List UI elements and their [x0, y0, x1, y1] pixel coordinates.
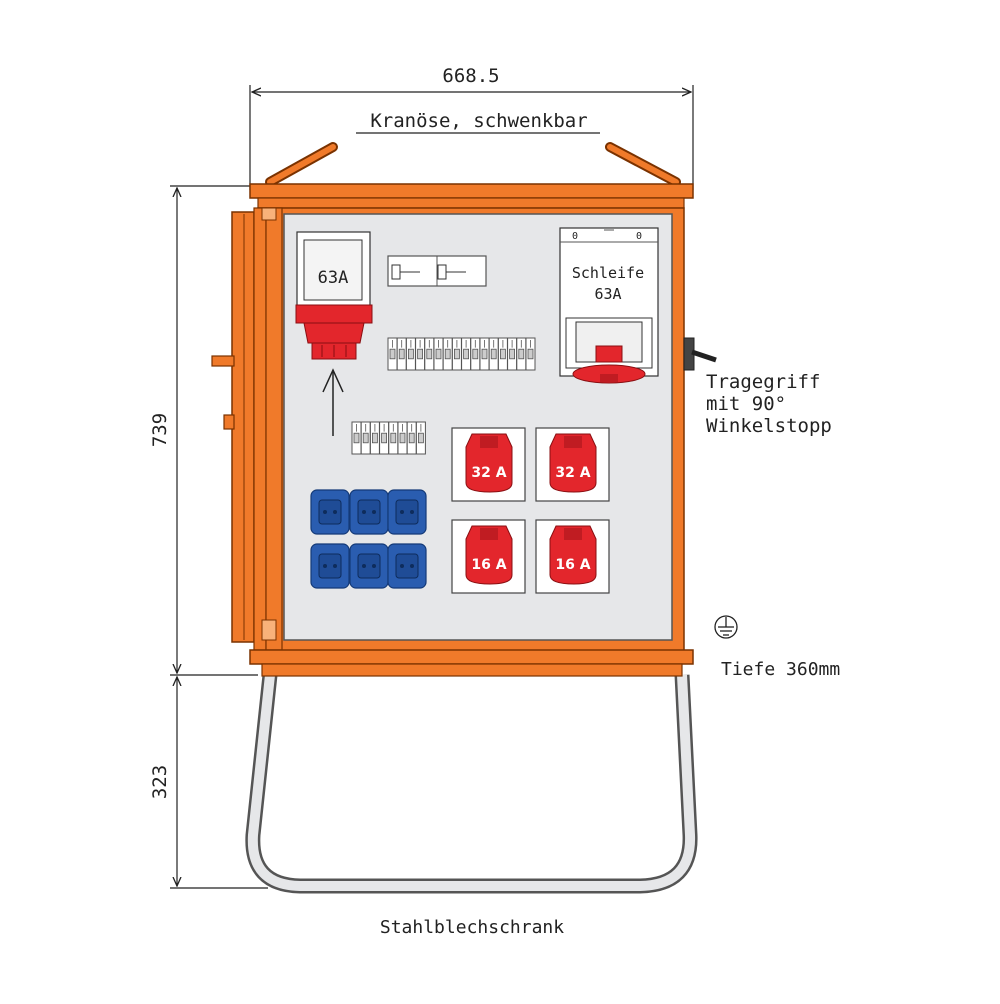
mcb-lower-3 — [369, 421, 380, 455]
mcb-upper-9 — [461, 337, 472, 371]
depth-label: Tiefe 360mm — [721, 659, 840, 680]
handle-label-line3: Winkelstopp — [706, 415, 832, 437]
mcb-upper-6 — [433, 337, 444, 371]
loop-label-line1: Schleife — [572, 264, 644, 282]
mcb-lower-5 — [388, 421, 399, 455]
schuko-sockets — [310, 489, 427, 589]
schuko-socket-2 — [349, 489, 389, 535]
mcb-upper-15 — [516, 337, 527, 371]
crane-eye-label: Kranöse, schwenkbar — [370, 110, 587, 132]
caption: Stahlblechschrank — [380, 917, 564, 938]
cee-socket-4 — [535, 519, 610, 594]
mcb-upper-8 — [451, 337, 462, 371]
crane-eye-left — [265, 142, 338, 187]
mcb-upper-1 — [387, 337, 398, 371]
loop-mark-right: 0 — [636, 231, 642, 242]
loop-module — [559, 227, 659, 384]
mcb-upper-3 — [405, 337, 416, 371]
inlet-63a — [295, 231, 373, 360]
feed-direction-arrow — [322, 368, 344, 436]
mcb-upper-12 — [488, 337, 499, 371]
cee-socket-2 — [535, 427, 610, 502]
loop-mark-left: 0 — [572, 231, 578, 242]
schuko-socket-4 — [310, 543, 350, 589]
mcb-upper-16 — [525, 337, 536, 371]
mcb-upper-13 — [497, 337, 508, 371]
dimension-height-cabinet — [170, 185, 268, 889]
inlet-63a-label: 63A — [318, 268, 349, 288]
mcb-row-upper — [387, 337, 536, 371]
mcb-row-lower — [351, 421, 426, 455]
cee-socket-3 — [451, 519, 526, 594]
dimension-height-cabinet-label: 739 — [149, 413, 171, 447]
mcb-lower-6 — [397, 421, 408, 455]
dimension-width — [249, 85, 694, 190]
handle-label-line1: Tragegriff — [706, 371, 820, 393]
mcb-upper-7 — [442, 337, 453, 371]
mcb-upper-14 — [507, 337, 518, 371]
schuko-socket-5 — [349, 543, 389, 589]
cee-socket-3-label: 16 A — [471, 557, 506, 573]
cee-socket-1-label: 32 A — [471, 465, 506, 481]
mcb-lower-7 — [406, 421, 417, 455]
mcb-upper-11 — [479, 337, 490, 371]
dimension-width-label: 668.5 — [442, 65, 499, 87]
mcb-upper-5 — [424, 337, 435, 371]
loop-label-line2: 63A — [594, 285, 621, 303]
cee-socket-2-label: 32 A — [555, 465, 590, 481]
cee-socket-1 — [451, 427, 526, 502]
schuko-socket-1 — [310, 489, 350, 535]
stand-frame — [245, 674, 698, 894]
mcb-lower-4 — [379, 421, 390, 455]
ground-symbol-icon — [714, 615, 738, 639]
handle-label-line2: mit 90° — [706, 393, 786, 415]
mcb-upper-4 — [415, 337, 426, 371]
schuko-socket-6 — [387, 543, 427, 589]
cee-socket-4-label: 16 A — [555, 557, 590, 573]
schuko-socket-3 — [387, 489, 427, 535]
mcb-lower-2 — [360, 421, 371, 455]
rcd-breaker — [387, 255, 487, 287]
mcb-lower-1 — [351, 421, 362, 455]
mcb-upper-10 — [470, 337, 481, 371]
mcb-upper-2 — [396, 337, 407, 371]
mcb-lower-8 — [415, 421, 426, 455]
crane-eye-right — [605, 142, 681, 187]
dimension-height-stand-label: 323 — [149, 765, 171, 799]
